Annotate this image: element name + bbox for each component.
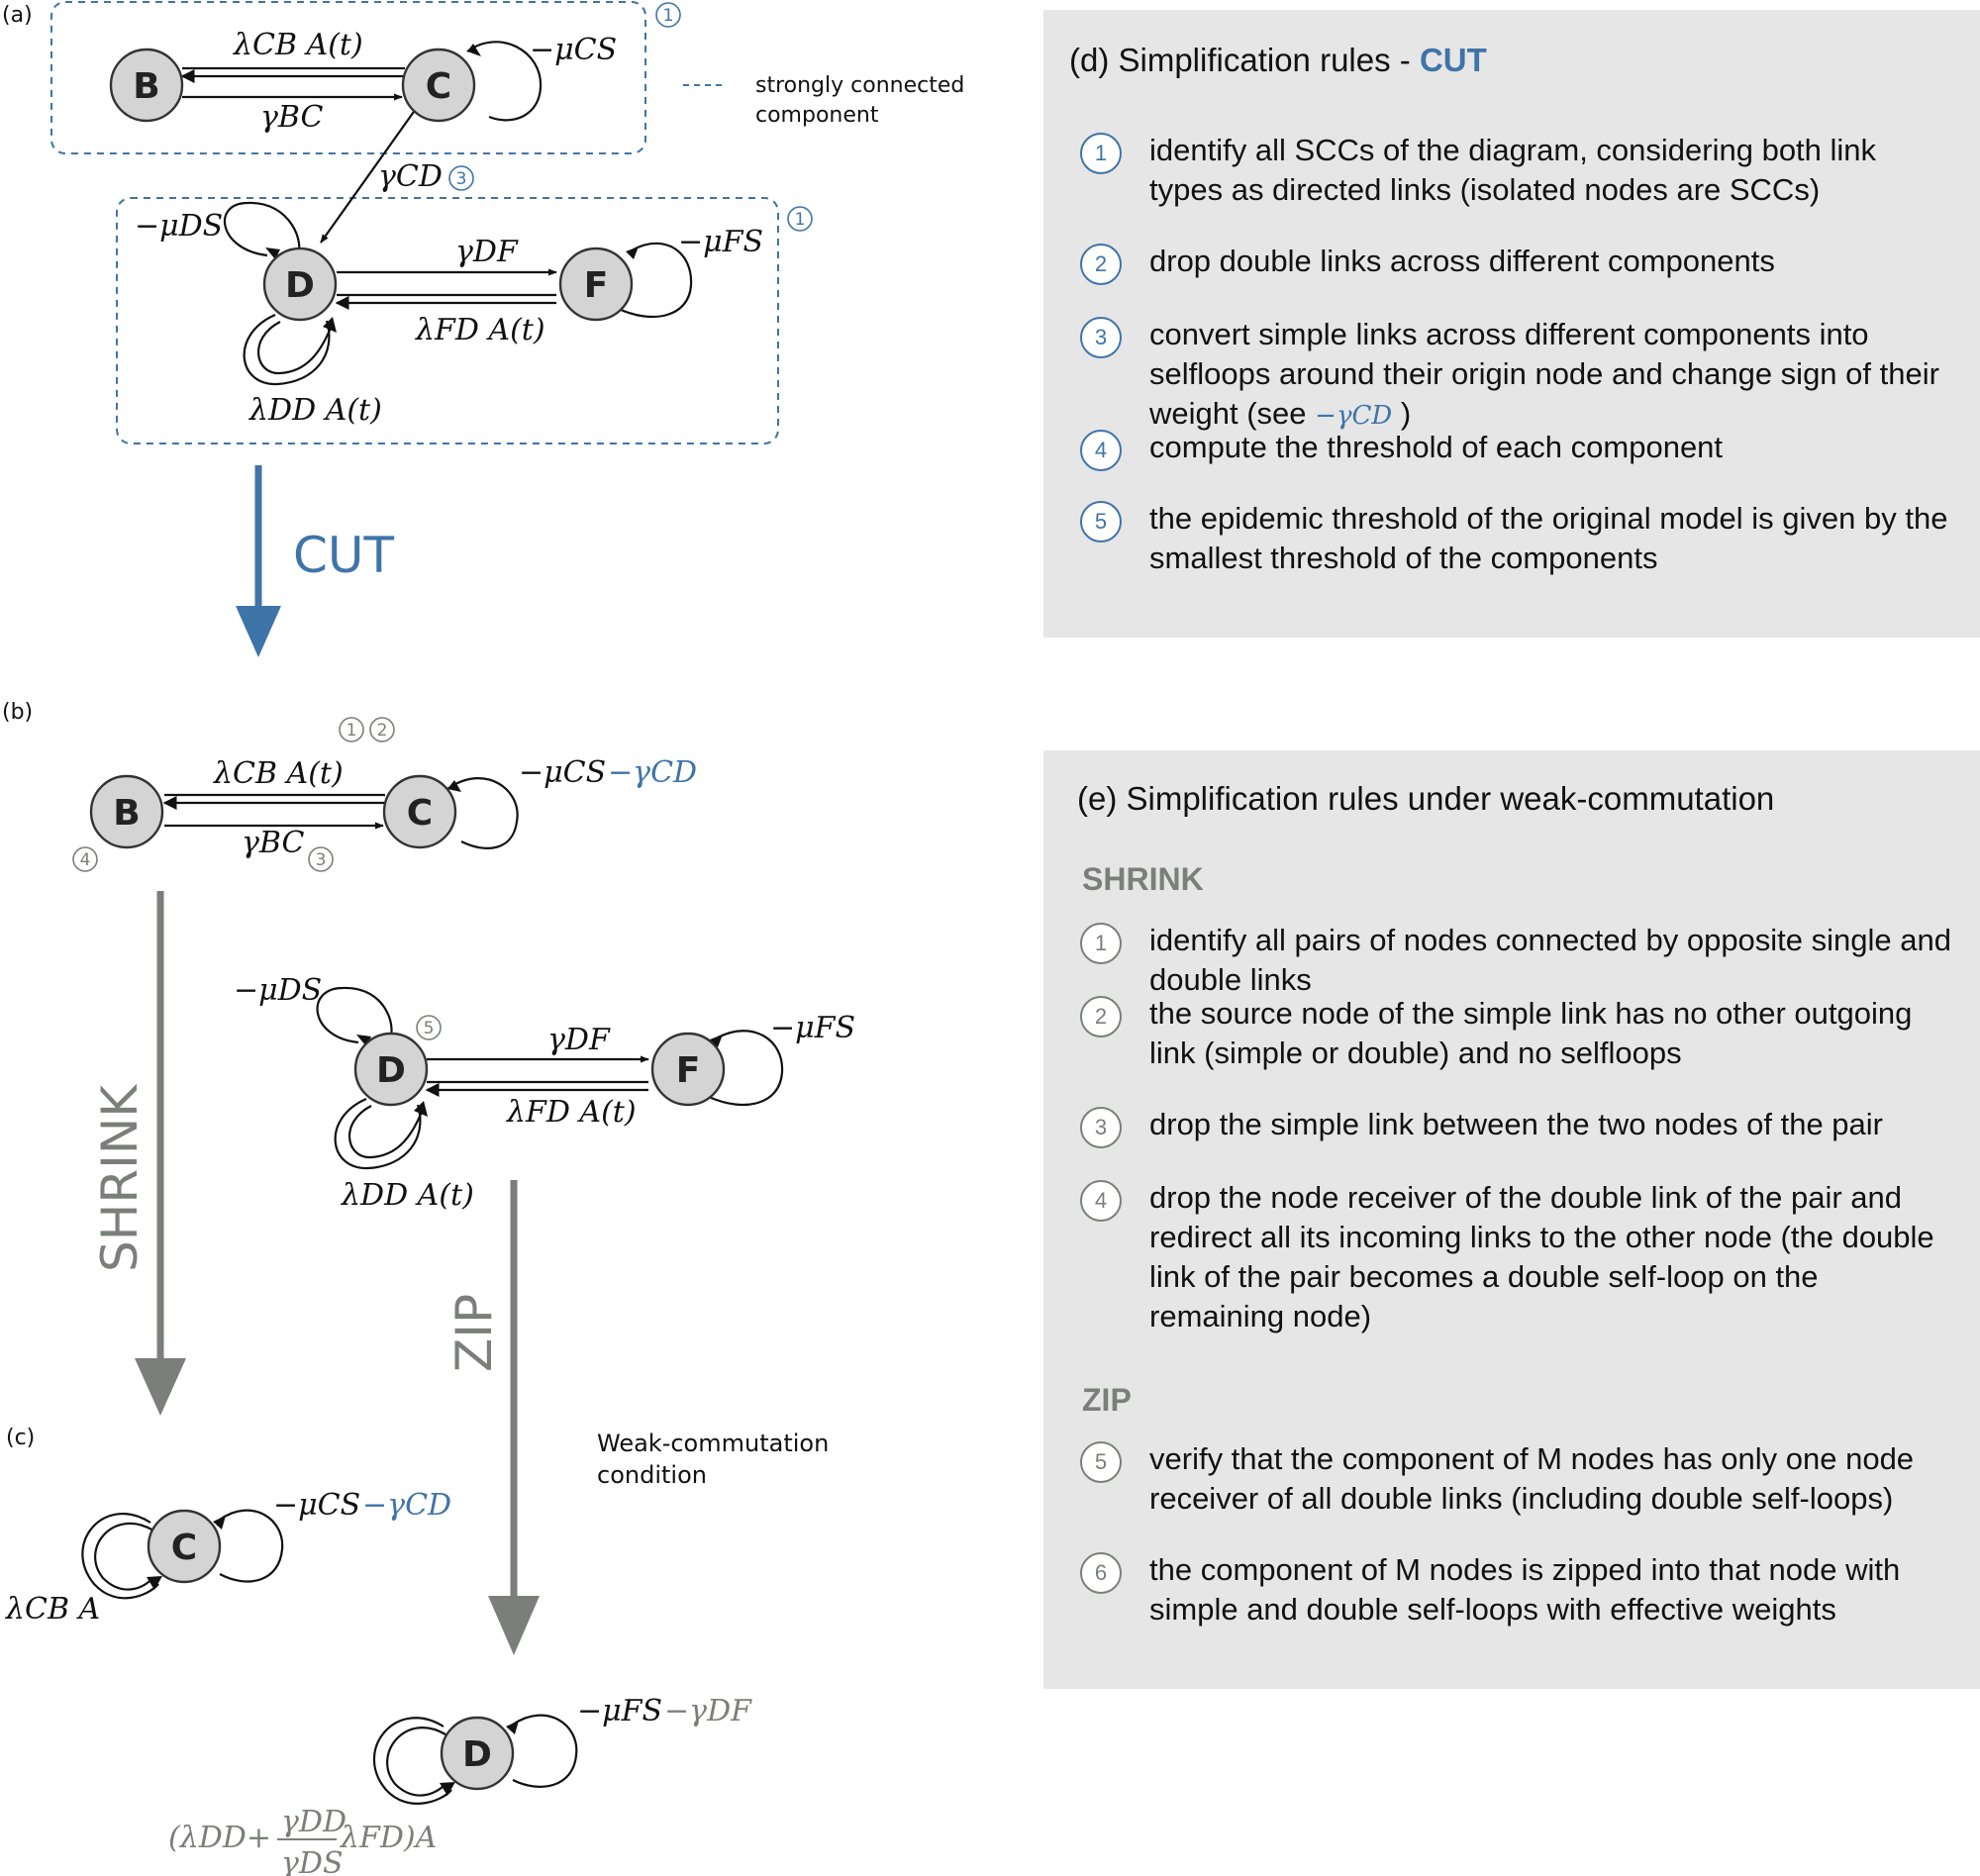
panel-e-title: (e) Simplification rules under weak-comm… xyxy=(1077,780,1775,817)
label-mu-fs-a: −μFS xyxy=(678,225,763,259)
selfloop-f-a xyxy=(618,242,693,319)
zip-label: ZIP xyxy=(446,1294,503,1372)
node-c-a: C xyxy=(401,48,476,123)
label-mu-fs-c: −μFS xyxy=(577,1694,662,1728)
label-gamma-bc-b: γBC xyxy=(242,826,305,860)
cut-label: CUT xyxy=(293,527,395,584)
svg-text:C: C xyxy=(407,793,433,834)
svg-text:D: D xyxy=(376,1050,406,1091)
node-d-c: D xyxy=(440,1716,515,1791)
label-lambda-dd-a: λDD A(t) xyxy=(248,393,382,428)
label-minus-gamma-df-c: −γDF xyxy=(664,1694,752,1728)
double-selfloop-d-a xyxy=(243,313,331,386)
badge-scc-df: 1 xyxy=(787,206,813,232)
weak-note-line-1: Weak-commutation xyxy=(597,1430,829,1457)
label-mu-fs-b: −μFS xyxy=(770,1011,855,1045)
badge-scc-bc: 1 xyxy=(655,2,681,28)
badge-b-4: 4 xyxy=(72,846,98,872)
panel-d-title: (d) Simplification rules - CUT xyxy=(1069,42,1487,78)
label-mu-cs-c: −μCS xyxy=(273,1488,360,1523)
label-eff-num: γDD xyxy=(281,1805,346,1839)
svg-text:1: 1 xyxy=(795,210,806,230)
label-gamma-df-a: γDF xyxy=(455,235,519,269)
panel-tag-a: (a) xyxy=(2,3,33,28)
label-gamma-df-b: γDF xyxy=(547,1023,611,1057)
node-f-b: F xyxy=(650,1032,726,1107)
node-c-b: C xyxy=(382,774,457,849)
label-lambda-cb-b: λCB A(t) xyxy=(213,756,344,791)
legend-line-2: component xyxy=(755,103,879,128)
diagram-canvas: (a) strongly connected component B C D F… xyxy=(2,1,964,1876)
svg-text:D: D xyxy=(285,265,315,306)
node-f-a: F xyxy=(558,247,634,322)
svg-text:5: 5 xyxy=(424,1019,435,1038)
svg-text:3: 3 xyxy=(316,850,327,870)
label-mu-cs-a: −μCS xyxy=(530,33,617,67)
svg-text:C: C xyxy=(426,66,451,107)
svg-text:3: 3 xyxy=(456,169,467,189)
svg-text:B: B xyxy=(113,793,140,834)
label-mu-ds-b: −μDS xyxy=(234,973,322,1008)
shrink-label: SHRINK xyxy=(91,1084,148,1272)
svg-text:4: 4 xyxy=(80,850,91,870)
double-selfloop-d-c xyxy=(373,1717,452,1805)
svg-text:1: 1 xyxy=(663,6,674,26)
label-lambda-fd-a: λFD A(t) xyxy=(415,313,545,347)
selfloop-d-b xyxy=(316,986,393,1044)
double-selfloop-c-c xyxy=(81,1512,159,1600)
label-mu-cs-b: −μCS xyxy=(519,755,606,790)
label-gamma-cd-a: γCD xyxy=(378,159,443,194)
label-lambda-fd-b: λFD A(t) xyxy=(506,1095,637,1130)
svg-text:2: 2 xyxy=(377,721,388,741)
scc-box-bc xyxy=(50,1,646,154)
shrink-heading: SHRINK xyxy=(1082,861,1204,897)
label-lambda-cb-a: λCB A(t) xyxy=(233,28,363,62)
node-d-b: D xyxy=(353,1032,429,1107)
badge-b-5: 5 xyxy=(416,1015,442,1040)
node-c-c: C xyxy=(147,1509,222,1584)
svg-text:F: F xyxy=(676,1050,701,1091)
label-eff-open: (λDD+ xyxy=(168,1821,271,1855)
label-minus-gamma-cd-b: −γCD xyxy=(608,755,697,790)
svg-text:C: C xyxy=(171,1528,197,1568)
svg-text:1: 1 xyxy=(346,721,357,741)
link-c-d-a xyxy=(320,108,417,244)
selfloop-f-b xyxy=(708,1030,784,1106)
label-minus-gamma-cd-c: −γCD xyxy=(362,1488,451,1523)
svg-text:D: D xyxy=(462,1734,492,1775)
selfloop-c-b xyxy=(446,777,519,849)
label-lambda-cb-c: λCB A xyxy=(5,1592,100,1627)
selfloop-c-c xyxy=(219,1509,284,1583)
panel-tag-b: (b) xyxy=(2,700,33,725)
selfloop-c-a xyxy=(466,41,543,122)
node-d-a: D xyxy=(262,247,338,322)
node-b-b: B xyxy=(89,774,164,849)
selfloop-d-a xyxy=(223,201,301,257)
svg-text:B: B xyxy=(133,66,159,107)
label-mu-ds-a: −μDS xyxy=(135,209,223,244)
label-eff-close: λFD)A xyxy=(340,1821,437,1855)
node-b-a: B xyxy=(109,48,184,123)
label-eff-den: γDS xyxy=(281,1846,344,1876)
panel-tag-c: (c) xyxy=(6,1426,35,1450)
svg-text:F: F xyxy=(584,265,609,306)
double-selfloop-d-b xyxy=(334,1097,422,1170)
panel-e-weak-commutation-rules: (e) Simplification rules under weak-comm… xyxy=(1043,750,1980,1689)
badge-b-3: 3 xyxy=(308,846,334,872)
badge-gamma-cd: 3 xyxy=(448,165,474,191)
panel-d-cut-rules: (d) Simplification rules - CUT 1 identif… xyxy=(1043,10,1980,638)
badge-b-1: 1 xyxy=(339,717,364,742)
weak-note-line-2: condition xyxy=(597,1461,707,1489)
zip-heading: ZIP xyxy=(1082,1382,1132,1418)
legend-line-1: strongly connected xyxy=(755,73,964,98)
badge-b-2: 2 xyxy=(369,717,395,742)
scc-box-df xyxy=(116,197,779,444)
label-gamma-bc-a: γBC xyxy=(260,100,324,135)
label-lambda-dd-b: λDD A(t) xyxy=(341,1178,474,1213)
selfloop-d-c xyxy=(512,1714,578,1788)
